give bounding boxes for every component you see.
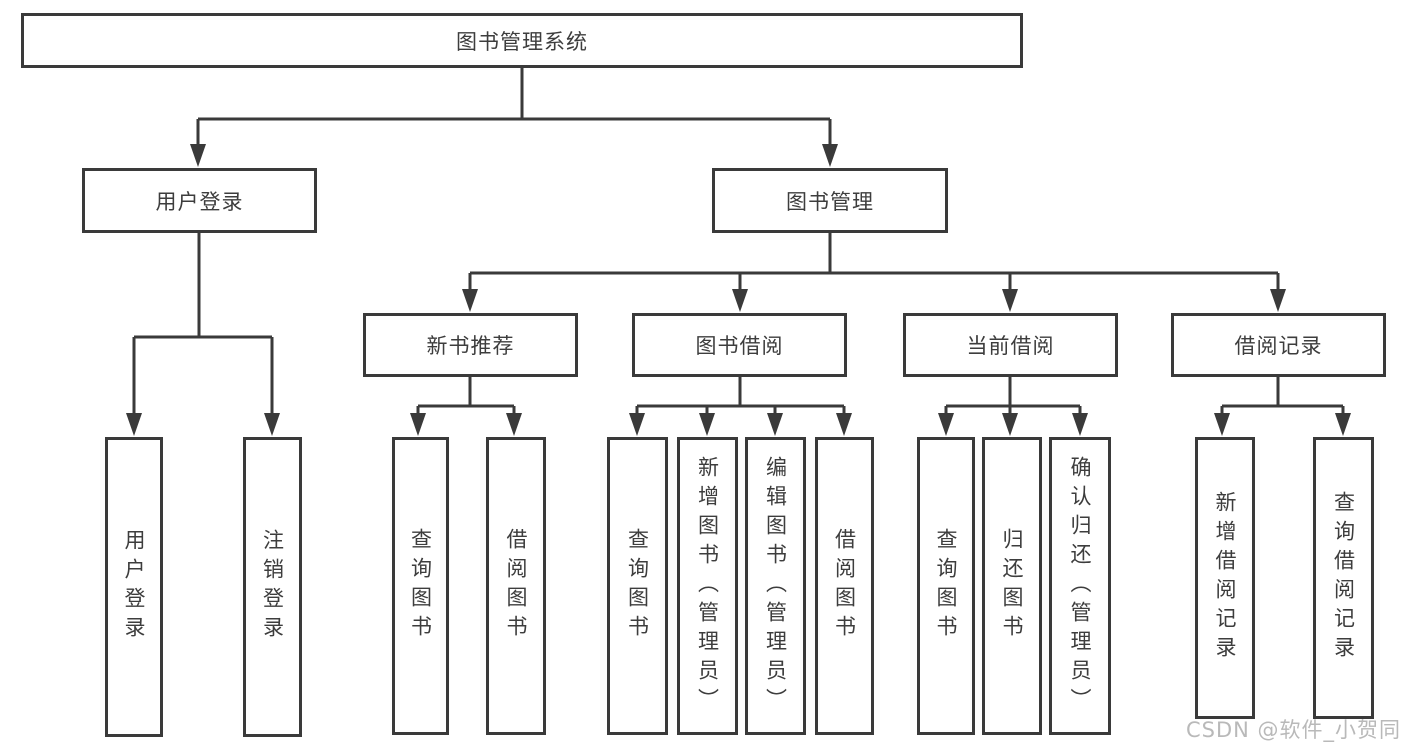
arrowhead-icon [1335,413,1351,436]
node-book-borrow: 图书借阅 [632,313,847,377]
arrowhead-icon [732,289,748,312]
arrowhead-icon [1214,413,1230,436]
node-user-login: 用户登录 [82,168,317,233]
arrowhead-icon [822,144,838,167]
node-new-book-recommend: 新书推荐 [363,313,578,377]
leaf-query-books-recommend: 查询图书 [392,437,449,735]
connector-root-to-level2 [196,66,832,148]
arrowhead-icon [1002,413,1018,436]
arrowhead-icon [462,289,478,312]
arrowhead-icon [190,144,206,167]
leaf-edit-books-admin: 编辑图书（管理员） [745,437,806,735]
csdn-watermark: CSDN @软件_小贺同学 [1186,718,1402,742]
arrowhead-icon [410,413,426,436]
connector-book-borrow-children [635,375,846,417]
leaf-add-books-admin: 新增图书（管理员） [677,437,738,735]
arrowhead-icon [767,413,783,436]
leaf-query-borrow-record: 查询借阅记录 [1313,437,1374,719]
leaf-borrow-books-recommend: 借阅图书 [486,437,546,735]
leaf-borrow-books: 借阅图书 [815,437,874,735]
arrowhead-icon [506,413,522,436]
leaf-query-books-borrow: 查询图书 [607,437,668,735]
arrowhead-icon [836,413,852,436]
node-borrow-record: 借阅记录 [1171,313,1386,377]
connector-current-borrow-children [944,375,1082,417]
arrowheads [126,144,1351,436]
arrowhead-icon [1072,413,1088,436]
leaf-add-borrow-record: 新增借阅记录 [1195,437,1255,719]
leaf-query-books-current: 查询图书 [917,437,975,735]
connector-borrow-record-children [1220,375,1345,417]
arrowhead-icon [938,413,954,436]
arrowhead-icon [1270,289,1286,312]
leaf-logout: 注销登录 [243,437,302,737]
arrowhead-icon [629,413,645,436]
leaf-return-books: 归还图书 [982,437,1042,735]
connector-book-mgmt-modules [468,231,1280,293]
node-library-management-system: 图书管理系统 [21,13,1023,68]
node-book-management: 图书管理 [712,168,948,233]
connector-new-book-children [416,375,516,417]
arrowhead-icon [126,413,142,436]
node-current-borrow: 当前借阅 [903,313,1118,377]
arrowhead-icon [264,413,280,436]
leaf-user-login: 用户登录 [105,437,163,737]
arrowhead-icon [699,413,715,436]
leaf-confirm-return-admin: 确认归还（管理员） [1049,437,1111,735]
connector-user-login-children [132,231,274,417]
arrowhead-icon [1002,289,1018,312]
